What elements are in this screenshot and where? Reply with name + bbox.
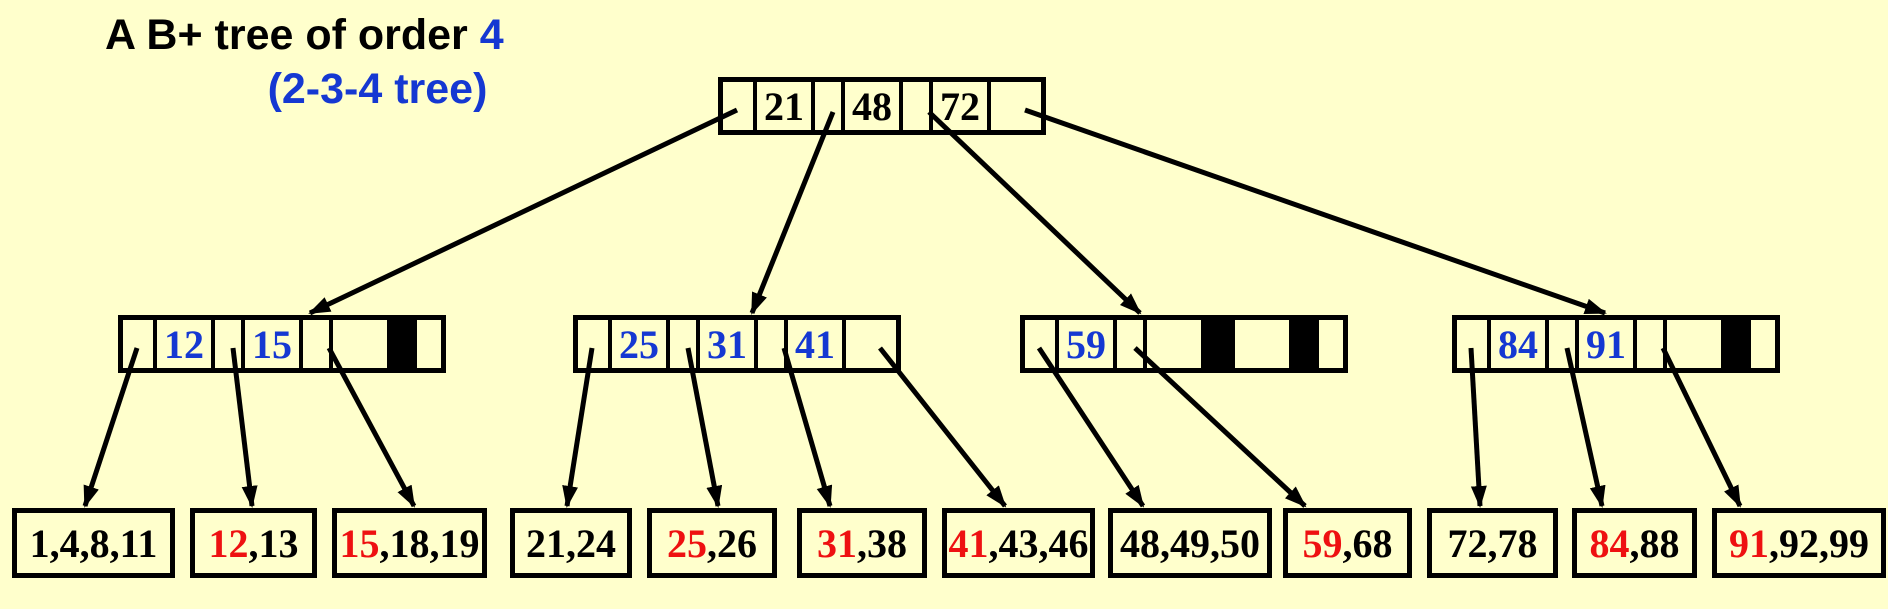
leaf-key-text: 12: [208, 520, 249, 566]
pointer-cell: [754, 320, 784, 368]
leaf-25-26: 25,26: [647, 508, 777, 578]
internal-node-84-91: 84 91: [1452, 315, 1780, 373]
pointer-cell: [723, 82, 753, 130]
key-cell: 12: [153, 320, 211, 368]
key-cell: 48: [841, 82, 899, 130]
pointer-cell: [1633, 320, 1663, 368]
pointer-cell: [211, 320, 241, 368]
leaf-key-text: 59: [1302, 520, 1343, 566]
key-cell: 15: [241, 320, 299, 368]
title-order-value: 4: [479, 11, 504, 59]
leaf-key-text: 48,49,50: [1120, 520, 1260, 566]
pointer-cell: [987, 82, 1017, 130]
leaf-key-text: ,13: [248, 520, 299, 566]
pointer-cell-unused: [387, 320, 417, 368]
key-cell: 31: [696, 320, 754, 368]
title-subtitle: (2-3-4 tree): [267, 65, 488, 113]
leaf-key-text: ,92,99: [1769, 520, 1869, 566]
pointer-cell: [899, 82, 929, 130]
leaf-key-text: 72,78: [1447, 520, 1538, 566]
pointer-cell: [666, 320, 696, 368]
title-text: A B+ tree of order: [105, 11, 480, 59]
key-cell-empty: [1231, 320, 1289, 368]
tree-edge-arrow: [749, 111, 836, 315]
leaf-1-4-8-11: 1,4,8,11: [12, 508, 175, 578]
leaf-91-92-99: 91,92,99: [1712, 508, 1886, 578]
leaf-84-88: 84,88: [1572, 508, 1697, 578]
leaf-31-38: 31,38: [797, 508, 927, 578]
leaf-key-text: 21,24: [526, 520, 616, 566]
leaf-key-text: ,38: [857, 520, 907, 566]
pointer-cell: [1025, 320, 1055, 368]
pointer-cell: [842, 320, 872, 368]
leaf-48-49-50: 48,49,50: [1108, 508, 1272, 578]
leaf-key-text: ,68: [1342, 520, 1393, 566]
key-cell-empty: [1143, 320, 1201, 368]
pointer-cell: [1545, 320, 1575, 368]
tree-edge-arrow: [927, 110, 1142, 315]
key-cell: 72: [929, 82, 987, 130]
leaf-key-text: ,43,46: [988, 520, 1089, 566]
pointer-cell-unused: [1201, 320, 1231, 368]
leaf-12-13: 12,13: [190, 508, 317, 578]
pointer-cell: [578, 320, 608, 368]
key-cell: 84: [1487, 320, 1545, 368]
leaf-key-text: 25: [667, 520, 707, 566]
leaf-key-text: 1,4,8,11: [29, 520, 158, 566]
internal-node-12-15: 12 15: [118, 315, 446, 373]
key-cell: 41: [784, 320, 842, 368]
pointer-cell: [1457, 320, 1487, 368]
pointer-cell: [123, 320, 153, 368]
key-cell-empty: [329, 320, 387, 368]
leaf-key-text: 91: [1729, 520, 1769, 566]
key-cell: 21: [753, 82, 811, 130]
leaf-key-text: ,18,19: [379, 520, 480, 566]
diagram-title: A B+ tree of order 4 (2-3-4 tree): [105, 8, 650, 116]
leaf-21-24: 21,24: [510, 508, 632, 578]
key-cell: 25: [608, 320, 666, 368]
leaf-key-text: 84: [1589, 520, 1630, 566]
leaf-59-68: 59,68: [1283, 508, 1412, 578]
key-cell-empty: [1663, 320, 1721, 368]
key-cell: 91: [1575, 320, 1633, 368]
tree-edge-arrow: [1024, 107, 1607, 316]
leaf-key-text: 41: [948, 520, 989, 566]
pointer-cell-unused: [1721, 320, 1751, 368]
pointer-cell: [1113, 320, 1143, 368]
pointer-cell: [299, 320, 329, 368]
pointer-cell: [811, 82, 841, 130]
tree-edge-arrow: [308, 107, 739, 316]
internal-node-59: 59: [1020, 315, 1348, 373]
key-cell: 59: [1055, 320, 1113, 368]
title-line-1: A B+ tree of order 4: [105, 8, 650, 62]
internal-node-25-31-41: 25 31 41: [573, 315, 901, 373]
pointer-cell-unused: [1289, 320, 1319, 368]
leaf-key-text: ,88: [1629, 520, 1680, 566]
leaf-key-text: 15: [339, 520, 380, 566]
root-node: 21 48 72: [718, 77, 1046, 135]
leaf-41-43-46: 41,43,46: [942, 508, 1095, 578]
leaf-15-18-19: 15,18,19: [332, 508, 487, 578]
leaf-key-text: ,26: [707, 520, 757, 566]
leaf-72-78: 72,78: [1427, 508, 1558, 578]
leaf-key-text: 31: [817, 520, 857, 566]
